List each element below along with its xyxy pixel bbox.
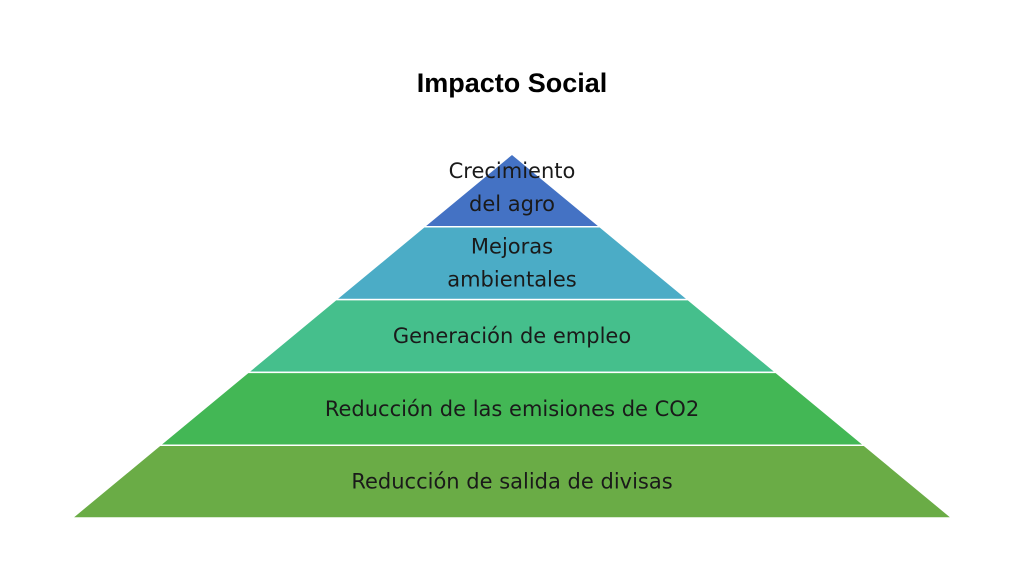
pyramid-tier-3-label-line-1: Generación de empleo bbox=[393, 324, 631, 348]
pyramid-tier-1-label-line-2: del agro bbox=[469, 192, 555, 216]
pyramid-tier-2-label-line-1: Mejoras bbox=[471, 235, 553, 259]
pyramid-tier-5-label-line-1: Reducción de salida de divisas bbox=[351, 470, 672, 494]
pyramid-tier-4-label-line-1: Reducción de las emisiones de CO2 bbox=[325, 397, 699, 421]
pyramid-tier-2-label-line-2: ambientales bbox=[447, 268, 577, 292]
pyramid-tier-1-label-line-1: Crecimiento bbox=[449, 159, 576, 183]
pyramid-tier-5 bbox=[69, 444, 955, 519]
slide-title: Impacto Social bbox=[416, 68, 608, 98]
